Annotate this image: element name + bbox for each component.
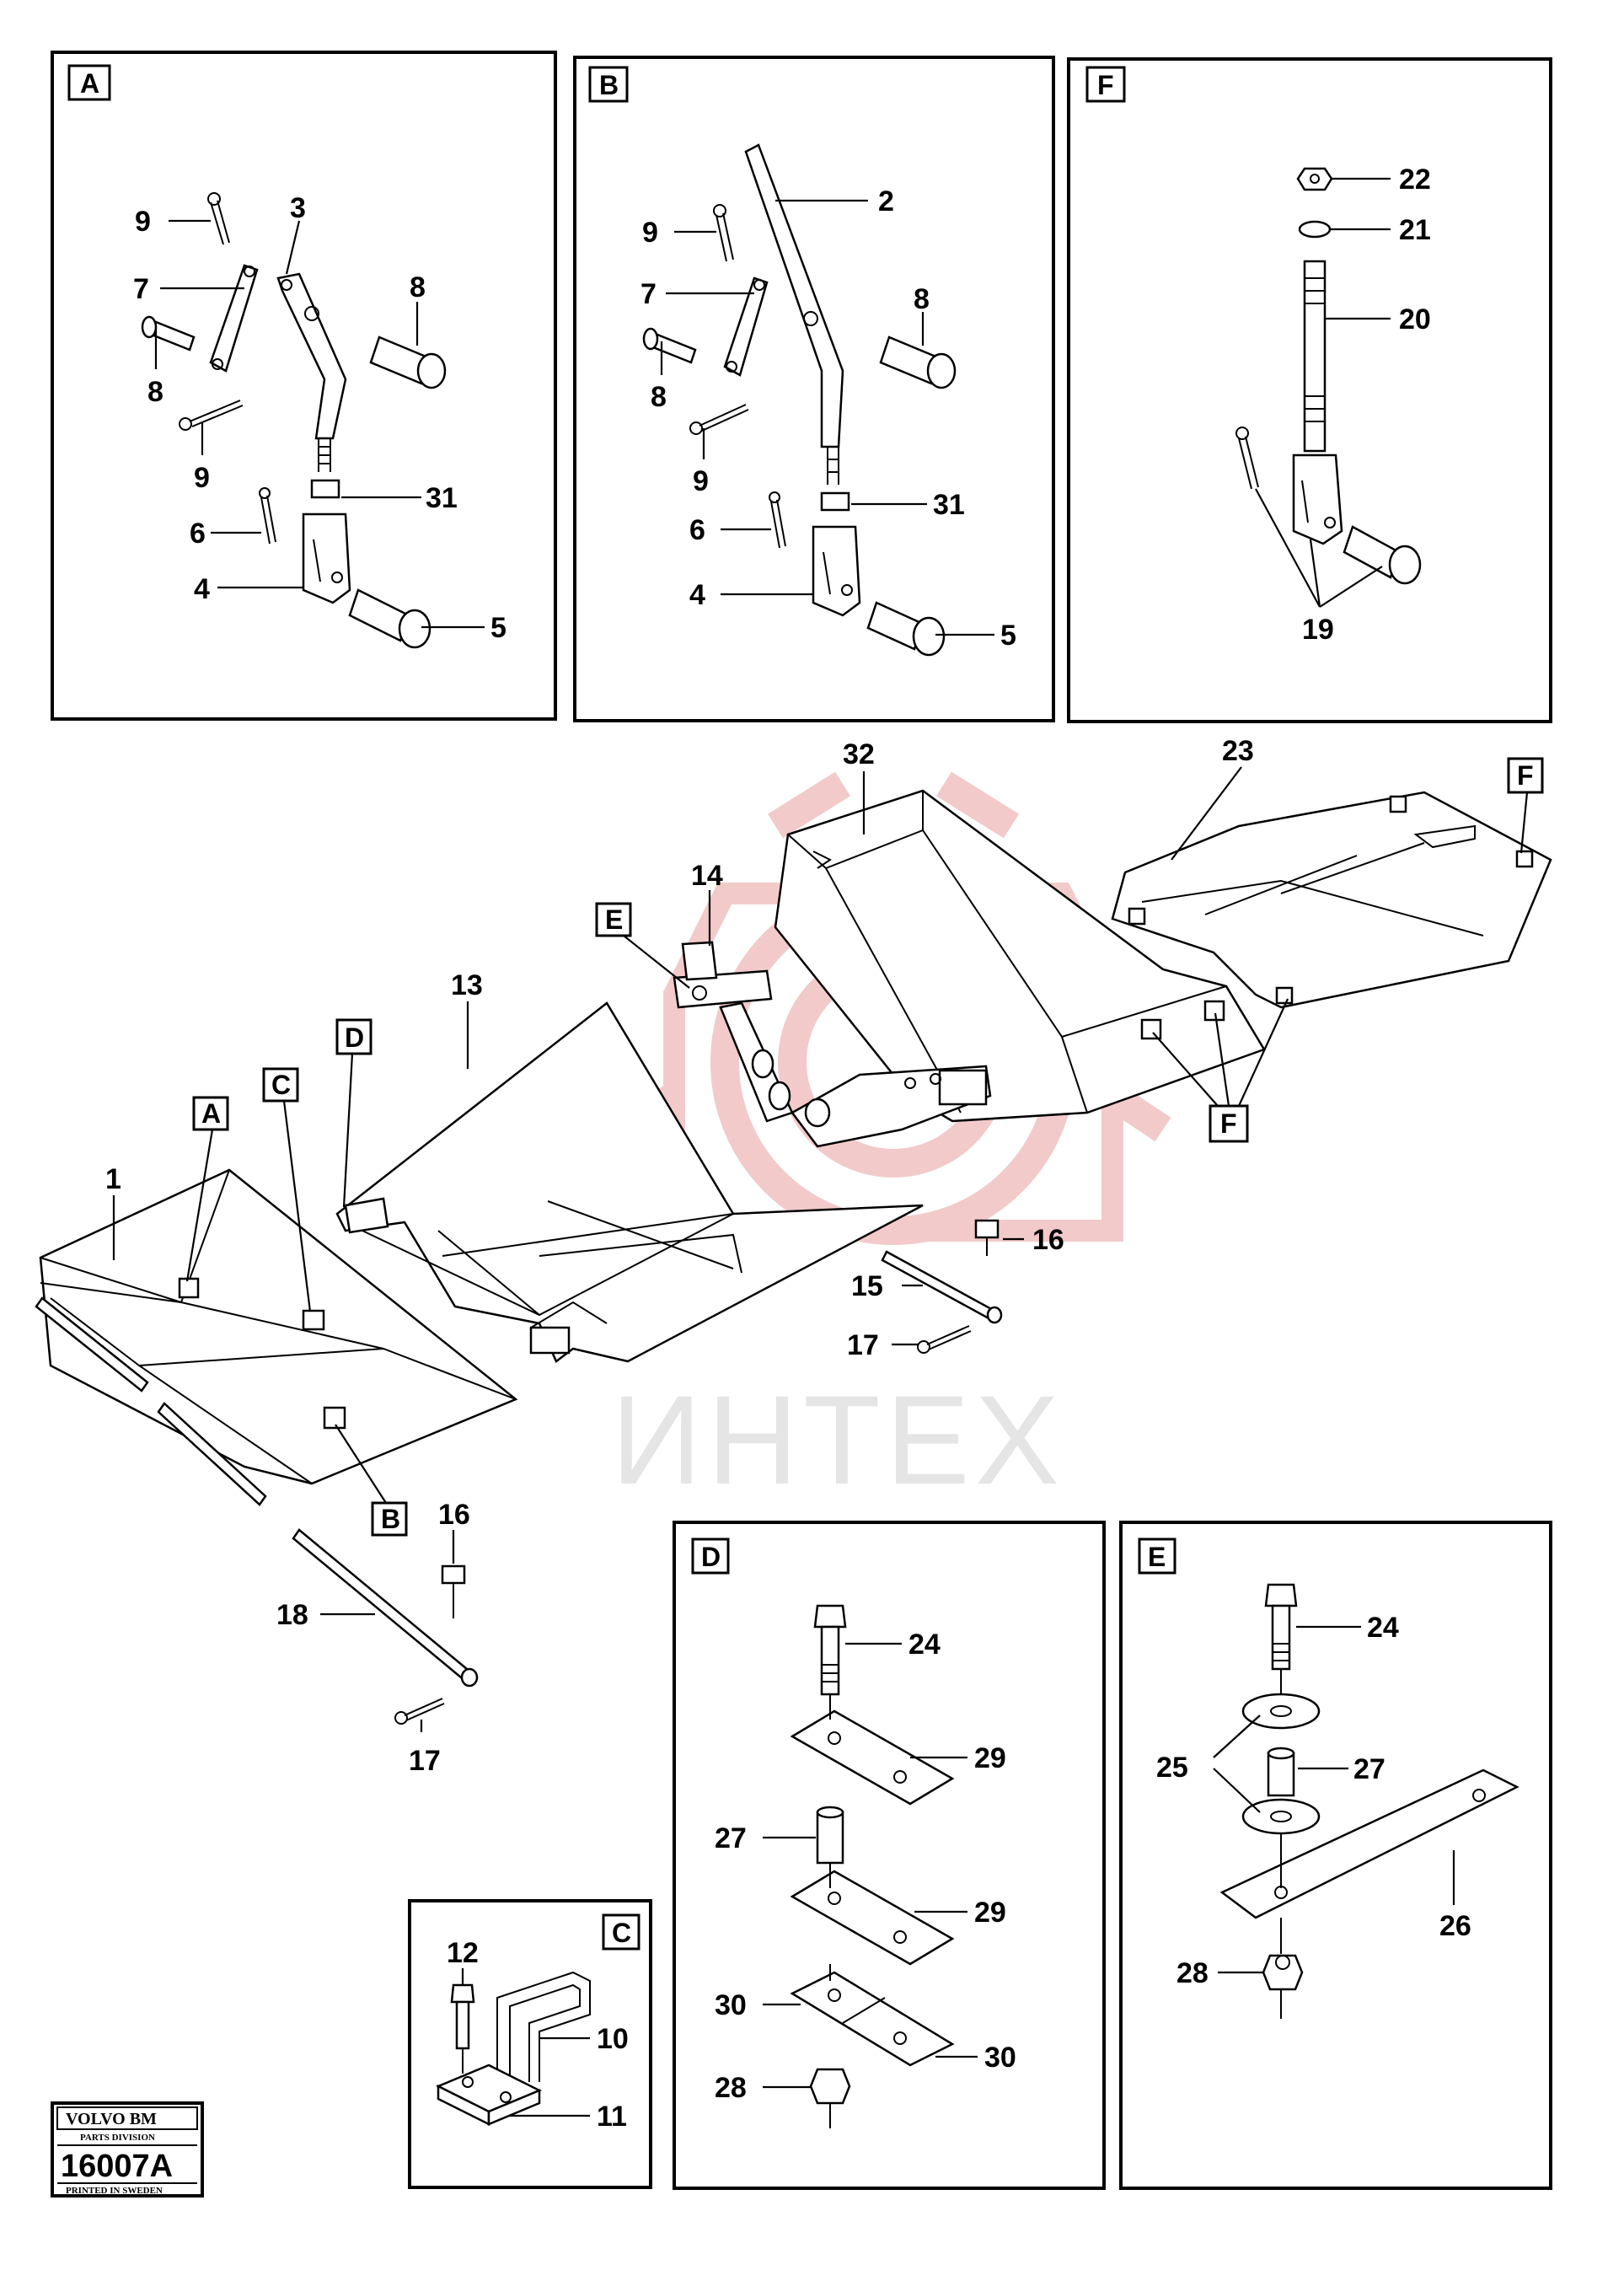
callout-c: C	[271, 1070, 291, 1100]
label-5: 5	[1000, 620, 1016, 652]
panel-f-tag: F	[1097, 70, 1114, 100]
label-24: 24	[1367, 1612, 1399, 1644]
main-assembly: F E D C A B F 32 23 1	[35, 735, 1552, 1777]
label-29-mid: 29	[974, 1897, 1006, 1929]
label-6: 6	[689, 514, 705, 546]
label-31: 31	[933, 489, 965, 521]
label-5: 5	[490, 612, 506, 644]
panel-b: B	[573, 56, 1055, 722]
label-15: 15	[851, 1270, 883, 1302]
label-9-top: 9	[135, 206, 151, 238]
label-1: 1	[105, 1163, 121, 1195]
callout-b: B	[381, 1504, 400, 1534]
label-14: 14	[691, 860, 723, 892]
label-18: 18	[276, 1599, 308, 1631]
stamp-division: PARTS DIVISION	[80, 2133, 155, 2143]
label-24: 24	[908, 1629, 941, 1661]
panel-a-tag: A	[80, 68, 99, 99]
label-19: 19	[1302, 614, 1334, 646]
panel-c-tag: C	[612, 1918, 631, 1948]
label-21: 21	[1399, 214, 1431, 246]
label-4: 4	[194, 573, 210, 605]
label-12: 12	[447, 1937, 479, 1969]
panel-d-tag: D	[701, 1542, 721, 1572]
label-32: 32	[843, 738, 875, 770]
label-11: 11	[597, 2101, 627, 2133]
volvo-bm-stamp: VOLVO BM PARTS DIVISION 16007A PRINTED I…	[51, 2101, 204, 2198]
label-27: 27	[1353, 1753, 1385, 1785]
label-9-bottom: 9	[693, 465, 709, 497]
label-28: 28	[1176, 1957, 1209, 1989]
label-8-right: 8	[410, 271, 426, 303]
panel-e-tag: E	[1148, 1542, 1166, 1572]
callout-f-right: F	[1517, 760, 1534, 791]
panel-c: C 12 10 11	[408, 1899, 652, 2189]
label-23: 23	[1222, 735, 1254, 767]
watermark-text: ИНТЕХ	[611, 1369, 1064, 1511]
label-31: 31	[426, 482, 458, 514]
label-22: 22	[1399, 164, 1431, 196]
label-8-left: 8	[147, 376, 163, 408]
panel-a: A	[51, 51, 557, 721]
label-13: 13	[451, 969, 483, 1001]
label-30-right: 30	[984, 2042, 1016, 2074]
label-2: 2	[878, 185, 894, 217]
label-26: 26	[1439, 1910, 1471, 1942]
panel-d: D 24 29 27 29 30 30	[673, 1521, 1106, 2190]
label-27: 27	[715, 1822, 747, 1854]
stamp-brand: VOLVO BM	[66, 2110, 157, 2128]
panel-b-tag: B	[599, 70, 619, 100]
label-8-left: 8	[651, 381, 667, 413]
label-10: 10	[597, 2023, 629, 2055]
callout-a: A	[201, 1098, 221, 1129]
label-7: 7	[640, 278, 657, 310]
label-29-top: 29	[974, 1742, 1006, 1774]
panel-f: F 22 21 20 19	[1067, 57, 1552, 723]
label-16-right: 16	[1032, 1224, 1064, 1256]
label-6: 6	[190, 518, 206, 550]
callout-d: D	[345, 1022, 364, 1053]
callout-f-bottom: F	[1220, 1108, 1237, 1139]
stamp-printed: PRINTED IN SWEDEN	[66, 2186, 163, 2196]
label-28: 28	[715, 2072, 747, 2104]
label-8-right: 8	[914, 283, 930, 315]
callout-e: E	[605, 904, 623, 935]
label-17-right: 17	[847, 1329, 879, 1361]
label-7: 7	[133, 273, 149, 305]
panel-e: E 24 25 27 26 28	[1119, 1521, 1552, 2190]
label-9-bottom: 9	[194, 462, 210, 494]
label-25: 25	[1156, 1752, 1188, 1784]
label-4: 4	[689, 579, 705, 611]
label-20: 20	[1399, 303, 1431, 335]
label-30-left: 30	[715, 1989, 747, 2021]
label-17-lower: 17	[409, 1745, 441, 1777]
label-9-top: 9	[642, 217, 658, 249]
stamp-number: 16007A	[61, 2149, 173, 2184]
label-3: 3	[290, 192, 306, 224]
label-16-lower: 16	[438, 1499, 470, 1531]
